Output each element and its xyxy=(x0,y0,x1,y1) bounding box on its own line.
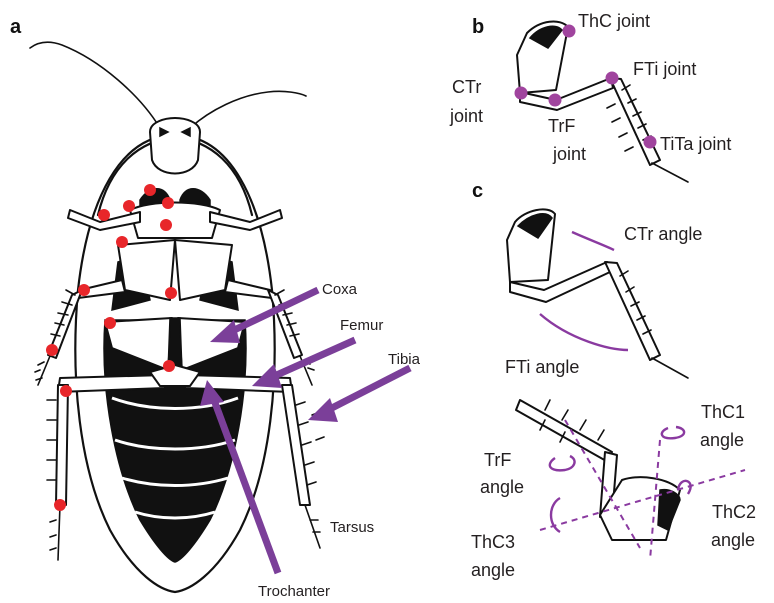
trf-angle-label-line2: angle xyxy=(480,477,524,497)
ctr-joint-label-line1: CTr xyxy=(452,77,481,97)
c-bottom-tibia xyxy=(516,400,612,462)
hind-leg-left-tibia xyxy=(56,385,68,505)
mid-coxa-right xyxy=(175,240,232,300)
thc3-angle-label-line2: angle xyxy=(471,560,515,580)
panel-b-leg-joints xyxy=(515,21,689,182)
thc3-angle-label-line1: ThC3 xyxy=(471,532,515,552)
panel-c-angles xyxy=(507,209,745,560)
front-coxa xyxy=(130,203,220,239)
panel-letters: a b c xyxy=(10,16,484,202)
left-antenna xyxy=(30,42,160,128)
coxa-label: Coxa xyxy=(322,281,358,298)
trf-angle-label-line1: TrF xyxy=(484,450,511,470)
fti-angle-label: FTi angle xyxy=(505,357,579,377)
tarsus-label: Tarsus xyxy=(330,519,374,536)
trf-joint-label-line1: TrF xyxy=(548,116,575,136)
thc-joint-label: ThC joint xyxy=(578,11,650,31)
fti-angle-arc xyxy=(540,314,628,350)
fti-joint-label: FTi joint xyxy=(633,59,696,79)
panel-label-c: c xyxy=(472,180,483,202)
thc1-rotation-mark xyxy=(662,427,684,438)
b-tibia xyxy=(610,78,660,165)
ctr-angle-arc xyxy=(572,232,614,250)
front-leg-right xyxy=(210,210,282,230)
ctr-joint-label-line2: joint xyxy=(449,106,483,126)
tibia-label: Tibia xyxy=(388,351,421,368)
trf-joint-label-line2: joint xyxy=(552,144,586,164)
thc1-angle-label-line2: angle xyxy=(700,430,744,450)
thc1-angle-label-line1: ThC1 xyxy=(701,402,745,422)
thc2-angle-label-line2: angle xyxy=(711,530,755,550)
panel-label-b: b xyxy=(472,16,484,38)
tita-joint-label: TiTa joint xyxy=(660,134,731,154)
trf-rotation-mark xyxy=(550,456,575,470)
hind-leg-left-femur xyxy=(58,375,165,392)
head xyxy=(150,118,200,174)
thc2-angle-label-line1: ThC2 xyxy=(712,502,756,522)
panel-label-a: a xyxy=(10,16,22,38)
femur-label: Femur xyxy=(340,317,383,334)
trochanter-label: Trochanter xyxy=(258,583,330,600)
right-antenna xyxy=(190,91,306,128)
ctr-angle-label: CTr angle xyxy=(624,224,702,244)
hind-leg-right-tibia xyxy=(282,385,310,505)
c-tibia xyxy=(605,262,660,360)
